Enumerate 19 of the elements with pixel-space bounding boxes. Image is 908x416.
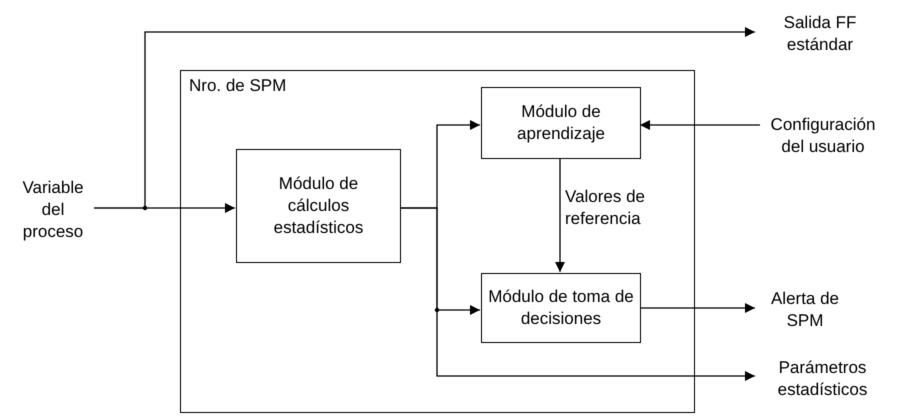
- node-text: Variable del proceso: [21, 177, 85, 243]
- node-text: Módulo de cálculos estadísticos: [272, 173, 364, 239]
- process-box: [481, 87, 641, 159]
- arrow: [555, 158, 565, 272]
- node-text: Configuración del usuario: [770, 114, 876, 158]
- node-text: Salida FF estándar: [782, 12, 858, 56]
- node-text: Módulo de toma de decisiones: [488, 286, 634, 330]
- node-text: Parámetros estadísticos: [776, 357, 868, 401]
- arrow: [94, 27, 755, 209]
- module-frame: [180, 70, 695, 413]
- node-text: Módulo de aprendizaje: [516, 101, 606, 145]
- node-text: Nro. de SPM: [189, 76, 286, 95]
- arrow: [640, 120, 760, 130]
- arrow: [400, 207, 755, 381]
- arrow: [640, 303, 755, 313]
- process-box: [236, 149, 401, 263]
- process-box: [481, 273, 641, 343]
- edge-label: Valores de referencia: [565, 186, 646, 230]
- node-text: Alerta de SPM: [770, 288, 840, 332]
